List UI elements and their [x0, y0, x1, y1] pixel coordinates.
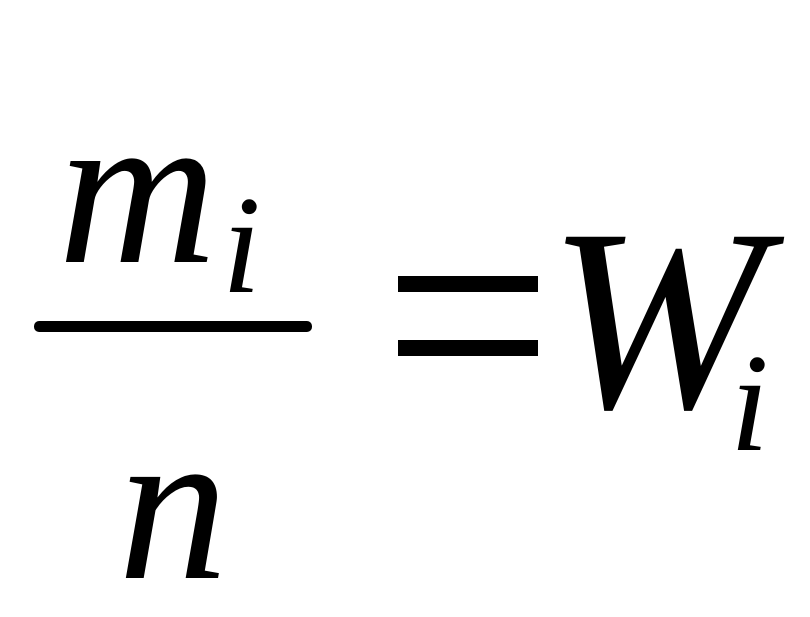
numerator-variable: m [58, 66, 217, 310]
equals-bar-top [398, 276, 538, 292]
equals-bar-bottom [398, 340, 538, 356]
equals-sign [398, 276, 538, 356]
denominator-variable: n [118, 382, 228, 617]
result-subscript: i [730, 326, 769, 481]
fraction-bar [34, 321, 312, 332]
result-variable: W [548, 176, 765, 464]
numerator-subscript: i [222, 168, 261, 323]
